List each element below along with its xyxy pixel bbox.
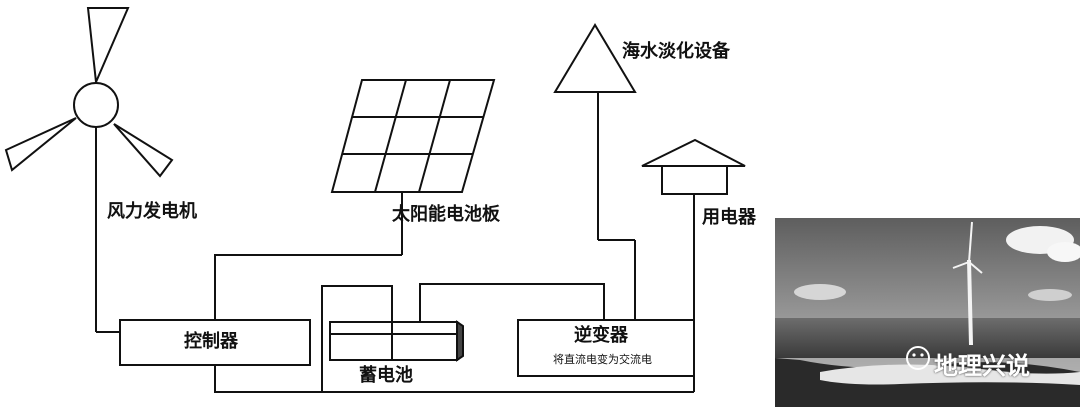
solar-panel-icon: [332, 80, 494, 255]
desalination-icon: [555, 25, 635, 320]
appliance-label: 用电器: [702, 209, 756, 227]
inverter-note: 将直流电变为交流电: [553, 354, 652, 365]
battery-label: 蓄电池: [359, 367, 413, 385]
inverter-label: 逆变器: [574, 327, 628, 345]
controller-label: 控制器: [184, 333, 238, 351]
battery-icon: [330, 322, 463, 360]
wind-farm-photo: [775, 218, 1080, 407]
wind-turbine-label: 风力发电机: [107, 203, 197, 221]
solar-panel-label: 太阳能电池板: [392, 206, 500, 224]
wind-turbine-icon: [6, 8, 172, 332]
watermark-text: 地理兴说: [934, 346, 1030, 381]
desalination-label: 海水淡化设备: [622, 43, 730, 61]
